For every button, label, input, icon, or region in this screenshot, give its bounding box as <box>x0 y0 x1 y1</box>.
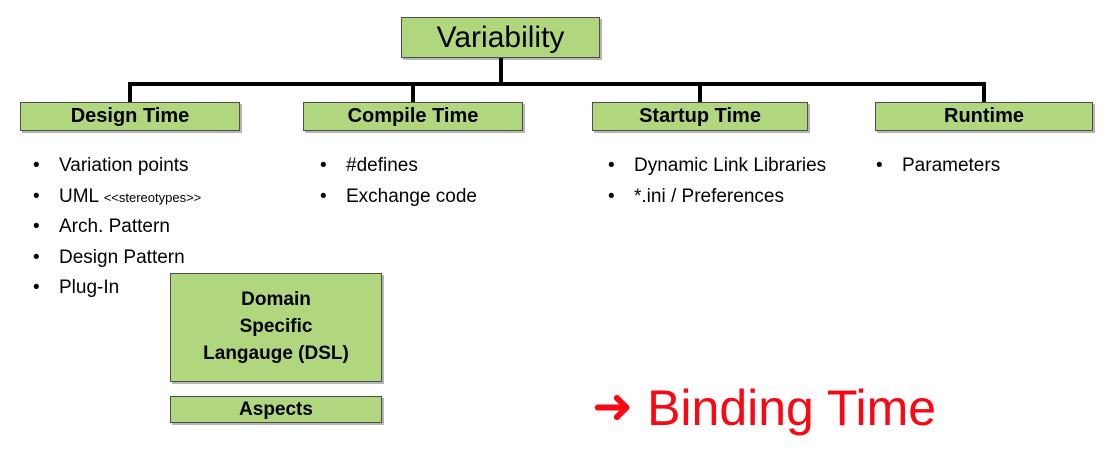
list-item-label: Arch. Pattern <box>59 216 170 238</box>
connector-to-compile-time <box>411 82 415 104</box>
node-variability[interactable]: Variability <box>401 17 600 58</box>
bullet-icon: • <box>876 155 883 176</box>
bullet-icon: • <box>33 185 40 207</box>
list-design-time: • Variation points • UML <<stereotypes>>… <box>33 152 293 305</box>
node-runtime[interactable]: Runtime <box>875 102 1093 131</box>
node-startup-time-label: Startup Time <box>639 105 761 127</box>
list-item: • Design Pattern <box>33 244 293 272</box>
list-runtime: • Parameters <box>876 152 1101 183</box>
list-compile-time: • #defines • Exchange code <box>320 152 570 213</box>
bullet-icon: • <box>33 216 40 238</box>
list-item: • #defines <box>320 152 570 180</box>
list-item-label: Plug-In <box>59 277 120 299</box>
node-aspects-label: Aspects <box>239 398 313 420</box>
list-item-label: Exchange code <box>346 185 477 207</box>
dsl-line-2: Specific <box>239 316 313 338</box>
connector-to-startup-time <box>698 82 702 104</box>
list-item-label: Parameters <box>902 155 1001 176</box>
node-compile-time-label: Compile Time <box>347 105 479 127</box>
list-item: • Arch. Pattern <box>33 213 293 241</box>
list-item-label: #defines <box>346 155 418 176</box>
bullet-icon: • <box>320 185 327 207</box>
connector-horizontal-bus <box>128 82 986 86</box>
node-design-time-label: Design Time <box>70 105 190 127</box>
list-item-label: UML <<stereotypes>> <box>59 183 293 211</box>
node-variability-label: Variability <box>436 20 565 54</box>
list-item-label: Dynamic Link Libraries <box>634 155 827 176</box>
bullet-icon: • <box>33 246 40 268</box>
bullet-icon: • <box>33 155 40 176</box>
node-domain-specific-language[interactable]: Domain Specific Langauge (DSL) <box>170 273 382 382</box>
list-item: • UML <<stereotypes>> <box>33 183 293 211</box>
bullet-icon: • <box>33 277 40 299</box>
bullet-icon: • <box>320 155 327 176</box>
dsl-line-3: Langauge (DSL) <box>203 342 349 364</box>
list-item: • Dynamic Link Libraries <box>608 152 860 180</box>
callout-binding-time-label: Binding Time <box>647 380 937 436</box>
node-startup-time[interactable]: Startup Time <box>592 102 808 131</box>
dsl-line-1: Domain <box>241 289 311 311</box>
bullet-icon: • <box>608 185 615 207</box>
node-runtime-label: Runtime <box>944 105 1024 127</box>
node-compile-time[interactable]: Compile Time <box>303 102 523 131</box>
list-item: • Variation points <box>33 152 293 180</box>
list-item-label: Variation points <box>59 155 189 176</box>
list-item: • Parameters <box>876 152 1101 180</box>
list-item: • *.ini / Preferences <box>608 183 860 211</box>
list-startup-time: • Dynamic Link Libraries • *.ini / Prefe… <box>608 152 860 213</box>
list-item-label: Design Pattern <box>59 246 185 268</box>
list-item-label: *.ini / Preferences <box>634 185 784 207</box>
list-item-text: UML <box>59 185 99 207</box>
node-design-time[interactable]: Design Time <box>20 102 240 131</box>
callout-binding-time: ➜ Binding Time <box>592 377 937 436</box>
list-item: • Exchange code <box>320 183 570 211</box>
connector-root-stem <box>499 58 503 84</box>
node-aspects[interactable]: Aspects <box>170 396 382 423</box>
right-arrow-icon: ➜ <box>592 377 634 435</box>
list-item: • Plug-In <box>33 274 293 302</box>
connector-to-design-time <box>128 82 132 104</box>
bullet-icon: • <box>608 155 615 176</box>
list-item-stereotype: <<stereotypes>> <box>103 189 202 205</box>
connector-to-runtime <box>982 82 986 104</box>
